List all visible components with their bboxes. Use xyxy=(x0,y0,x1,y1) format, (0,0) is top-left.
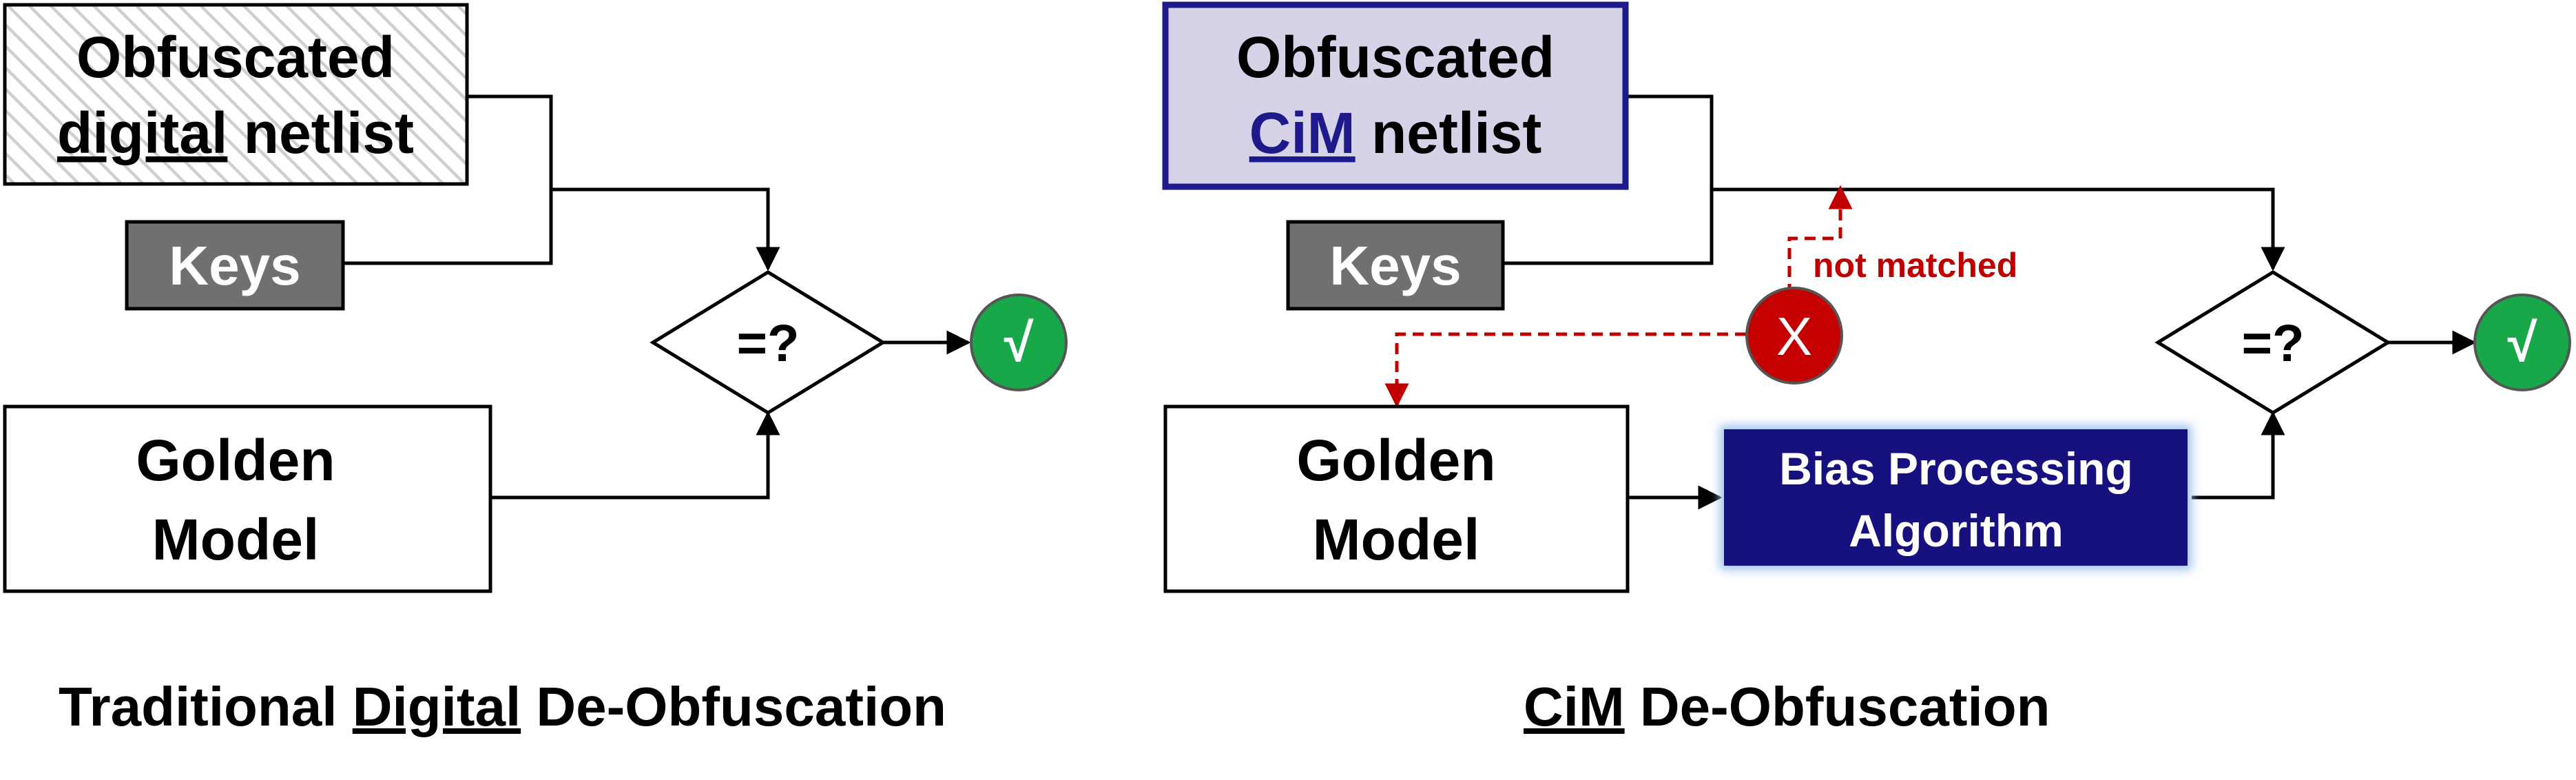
x-mismatch-icon: X xyxy=(1745,287,1843,384)
golden-line2: Model xyxy=(152,507,320,572)
svg-text:X: X xyxy=(1776,306,1812,367)
golden-line1: Golden xyxy=(136,428,335,493)
mismatch-paths xyxy=(1384,185,1853,408)
keys-box: Keys xyxy=(125,220,345,311)
right-connectors xyxy=(1503,94,2477,510)
netlist-line2: digital netlist xyxy=(57,101,414,165)
golden-model-box: Golden Model xyxy=(1163,404,1630,593)
cim-netlist-line1: Obfuscated xyxy=(1236,25,1555,90)
cim-netlist-line2: CiM netlist xyxy=(1249,101,1542,165)
bias-line1: Bias Processing xyxy=(1779,443,2133,494)
svg-text:√: √ xyxy=(1004,312,1035,373)
golden-to-compare-arrow xyxy=(490,411,780,500)
keys-box: Keys xyxy=(1286,220,1505,311)
right-panel: Obfuscated CiM netlist Keys not matched … xyxy=(1162,1,2571,737)
golden-model-box: Golden Model xyxy=(3,404,492,593)
not-matched-label: not matched xyxy=(1813,246,2017,285)
bias-line2: Algorithm xyxy=(1849,505,2064,556)
keys-label: Keys xyxy=(169,235,300,296)
netlist-to-junction-line xyxy=(343,94,553,265)
obfuscated-digital-netlist-box: Obfuscated digital netlist xyxy=(3,3,469,186)
svg-text:√: √ xyxy=(2508,312,2538,373)
golden-line1: Golden xyxy=(1296,428,1495,493)
mismatch-to-golden-arrow xyxy=(1384,332,1746,408)
cim-netlist-to-junction-line xyxy=(1503,94,1714,265)
compare-label: =? xyxy=(2242,314,2305,373)
compare-label: =? xyxy=(737,314,800,373)
left-panel: Obfuscated digital netlist Keys =? √ Gol… xyxy=(3,3,1068,737)
left-caption: Traditional Digital De-Obfuscation xyxy=(59,676,946,737)
mismatch-up-arrow xyxy=(1787,185,1853,295)
junction-to-compare-arrow xyxy=(551,187,780,271)
compare-diamond: =? xyxy=(2154,270,2391,415)
check-icon: √ xyxy=(970,294,1068,391)
junction-to-compare-arrow xyxy=(1712,187,2285,271)
right-caption: CiM De-Obfuscation xyxy=(1524,676,2050,737)
golden-line2: Model xyxy=(1313,507,1480,572)
bias-to-compare-arrow xyxy=(2192,411,2285,500)
compare-diamond: =? xyxy=(650,270,886,415)
left-connectors xyxy=(343,94,971,500)
check-icon: √ xyxy=(2473,294,2571,391)
keys-label: Keys xyxy=(1329,235,1461,296)
bias-processing-box: Bias Processing Algorithm xyxy=(1720,425,2192,570)
netlist-line1: Obfuscated xyxy=(76,25,395,90)
obfuscated-cim-netlist-box: Obfuscated CiM netlist xyxy=(1162,1,1629,190)
